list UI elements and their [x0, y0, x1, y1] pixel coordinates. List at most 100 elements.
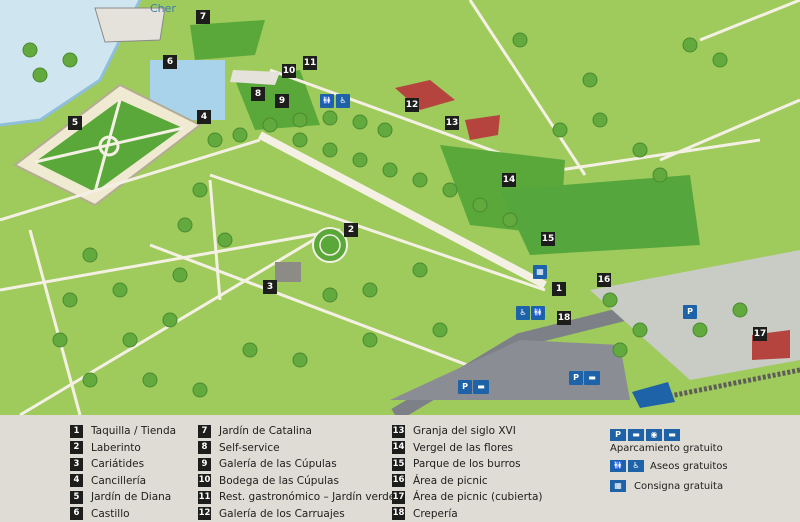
tree	[62, 292, 78, 308]
map-marker-14[interactable]: 14	[502, 173, 516, 187]
legend-label: Jardín de Diana	[91, 491, 172, 504]
parking-legend-icons: P▬◉▬	[610, 429, 728, 441]
legend-number: 8	[198, 441, 211, 455]
legend-number: 12	[198, 507, 211, 521]
parking-icon[interactable]: P	[458, 380, 472, 394]
railway	[649, 367, 800, 403]
tree	[582, 72, 598, 88]
tree	[412, 172, 428, 188]
carriage-gallery	[230, 70, 280, 85]
tree	[292, 132, 308, 148]
tree	[352, 152, 368, 168]
tree	[377, 122, 393, 138]
main-avenue	[258, 131, 547, 289]
toilets-legend-item: 🚻♿Aseos gratuitos	[610, 460, 728, 472]
tree	[112, 282, 128, 298]
toilets-icon[interactable]: 🚻	[320, 94, 334, 108]
tree	[512, 32, 528, 48]
map-marker-7[interactable]: 7	[196, 10, 210, 24]
legend-number: 16	[392, 474, 405, 488]
legend-item: 14 Vergel de las flores	[392, 440, 543, 457]
legend-label: Rest. gastronómico – Jardín verde	[219, 491, 396, 504]
farm-buildings	[395, 80, 455, 110]
legend-label: Cancillería	[91, 474, 147, 487]
map-marker-1[interactable]: 1	[552, 282, 566, 296]
map-marker-15[interactable]: 15	[541, 232, 555, 246]
map-marker-3[interactable]: 3	[263, 280, 277, 294]
legend-label: Galería de los Carruajes	[219, 507, 345, 520]
tree	[632, 142, 648, 158]
caryatids	[275, 262, 301, 282]
tree	[217, 232, 233, 248]
legend-label: Galería de las Cúpulas	[219, 458, 337, 471]
tree	[162, 312, 178, 328]
map-marker-13[interactable]: 13	[445, 116, 459, 130]
train	[632, 382, 675, 408]
tree	[322, 287, 338, 303]
map-marker-2[interactable]: 2	[344, 223, 358, 237]
map-marker-9[interactable]: 9	[275, 94, 289, 108]
parking-icon[interactable]: P	[569, 371, 583, 385]
legend-label: Granja del siglo XVI	[413, 425, 516, 438]
legend-label: Área de picnic	[413, 474, 488, 487]
legend-label: Área de picnic (cubierta)	[413, 491, 543, 504]
locker-icon: ▦	[610, 480, 626, 492]
tree	[292, 352, 308, 368]
tree	[32, 67, 48, 83]
tree	[652, 167, 668, 183]
legend-number: 9	[198, 457, 211, 471]
toilets-icon[interactable]: 🚻	[531, 306, 545, 320]
tree	[232, 127, 248, 143]
bus-icon[interactable]: ▬	[473, 380, 489, 394]
catherine-garden	[190, 20, 265, 60]
map-marker-5[interactable]: 5	[68, 116, 82, 130]
tree	[207, 132, 223, 148]
legend-label: Cariátides	[91, 458, 145, 471]
legend-number: 10	[198, 474, 211, 488]
map-marker-11[interactable]: 11	[303, 56, 317, 70]
lockers-legend-label: Consigna gratuita	[634, 480, 724, 492]
bus-icon[interactable]: ▬	[584, 371, 600, 385]
tree	[552, 122, 568, 138]
legend-label: Laberinto	[91, 441, 141, 454]
labyrinth	[312, 227, 348, 263]
accessible-icon: ♿	[628, 460, 644, 472]
legend-number: 14	[392, 441, 405, 455]
tree	[242, 342, 258, 358]
map-marker-10[interactable]: 10	[282, 64, 296, 78]
legend-item: 17 Área de picnic (cubierta)	[392, 489, 543, 506]
map-marker-12[interactable]: 12	[405, 98, 419, 112]
tree	[192, 182, 208, 198]
tree	[172, 267, 188, 283]
toilets-icon: 🚻	[610, 460, 626, 472]
legend-label: Vergel de las flores	[413, 441, 514, 454]
tree	[122, 332, 138, 348]
map-marker-17[interactable]: 17	[753, 327, 767, 341]
map-marker-6[interactable]: 6	[163, 55, 177, 69]
map-marker-8[interactable]: 8	[251, 87, 265, 101]
chateau	[94, 7, 166, 43]
tree	[82, 247, 98, 263]
map-marker-16[interactable]: 16	[597, 273, 611, 287]
tree	[52, 332, 68, 348]
map-marker-4[interactable]: 4	[197, 110, 211, 124]
accessible-icon[interactable]: ♿	[336, 94, 350, 108]
parking-icon[interactable]: P	[683, 305, 697, 319]
legend-number: 17	[392, 490, 405, 504]
tree	[62, 52, 78, 68]
legend-services: P▬◉▬ Aparcamiento gratuito 🚻♿Aseos gratu…	[610, 429, 728, 492]
locker-icon[interactable]: ▦	[533, 265, 547, 279]
legend-number: 7	[198, 424, 211, 438]
tree	[82, 372, 98, 388]
map-marker-18[interactable]: 18	[557, 311, 571, 325]
accessible-icon[interactable]: ♿	[516, 306, 530, 320]
legend-number: 2	[70, 441, 83, 455]
